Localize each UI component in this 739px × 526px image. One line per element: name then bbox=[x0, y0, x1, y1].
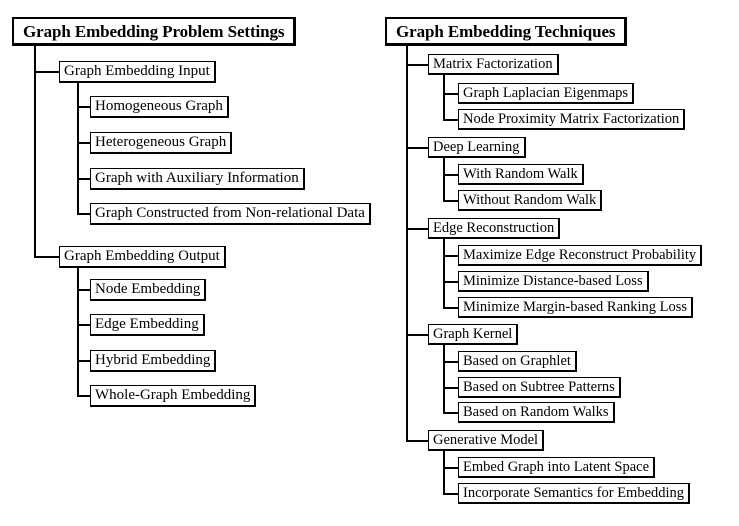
branch-node-matrix-factorization: Matrix Factorization bbox=[428, 54, 559, 75]
connector-input-child-2 bbox=[77, 142, 91, 144]
leaf-label: Hybrid Embedding bbox=[95, 352, 211, 368]
leaf-node-whole-graph-embedding: Whole-Graph Embedding bbox=[90, 385, 257, 407]
branch-node-deep-learning: Deep Learning bbox=[428, 137, 526, 158]
branch-label: Edge Reconstruction bbox=[433, 219, 555, 236]
branch-node-graph-embedding-output: Graph Embedding Output bbox=[59, 246, 226, 268]
connector-deep-learning-child-1 bbox=[443, 174, 459, 176]
leaf-node-graph-with-auxiliary-information: Graph with Auxiliary Information bbox=[90, 168, 305, 190]
connector-root-spine bbox=[34, 46, 36, 258]
leaf-node-node-proximity-matrix-factorization: Node Proximity Matrix Factorization bbox=[458, 109, 686, 130]
leaf-node-edge-embedding: Edge Embedding bbox=[90, 314, 205, 336]
connector-deep-learning-child-2 bbox=[443, 200, 459, 202]
leaf-node-node-embedding: Node Embedding bbox=[90, 279, 207, 301]
connector-output-child-2 bbox=[77, 324, 91, 326]
connector-matrix-factorization-spine bbox=[443, 75, 445, 121]
leaf-node-minimize-distance-based-loss: Minimize Distance-based Loss bbox=[458, 271, 649, 292]
connector-generative-model-child-1 bbox=[443, 467, 459, 469]
connector-input-child-4 bbox=[77, 213, 91, 215]
connector-generative-model-child-2 bbox=[443, 493, 459, 495]
leaf-node-based-on-subtree-patterns: Based on Subtree Patterns bbox=[458, 377, 621, 398]
leaf-label: Graph Constructed from Non-relational Da… bbox=[95, 205, 365, 221]
connector-input-child-1 bbox=[77, 106, 91, 108]
connector-graph-kernel-child-1 bbox=[443, 361, 459, 363]
branch-label: Graph Embedding Output bbox=[64, 248, 220, 264]
leaf-node-without-random-walk: Without Random Walk bbox=[458, 190, 603, 211]
leaf-label: Based on Random Walks bbox=[463, 403, 609, 420]
root-node-techniques: Graph Embedding Techniques bbox=[385, 17, 628, 46]
leaf-label: Incorporate Semantics for Embedding bbox=[463, 484, 685, 501]
connector-root-to-deep-learning bbox=[406, 147, 429, 149]
connector-edge-reconstruction-child-3 bbox=[443, 307, 459, 309]
branch-label: Generative Model bbox=[433, 431, 539, 448]
connector-graph-kernel-child-2 bbox=[443, 387, 459, 389]
connector-input-child-3 bbox=[77, 178, 91, 180]
connector-input-spine bbox=[77, 83, 79, 214]
leaf-label: Graph Laplacian Eigenmaps bbox=[463, 84, 629, 101]
connector-matrix-factorization-child-1 bbox=[443, 93, 459, 95]
leaf-label: Embed Graph into Latent Space bbox=[463, 458, 650, 475]
branch-label: Graph Kernel bbox=[433, 325, 513, 342]
leaf-label: Edge Embedding bbox=[95, 316, 199, 332]
connector-root-to-graph-kernel bbox=[406, 334, 429, 336]
leaf-label: Homogeneous Graph bbox=[95, 98, 223, 114]
connector-output-child-1 bbox=[77, 289, 91, 291]
leaf-label: Minimize Distance-based Loss bbox=[463, 272, 643, 289]
connector-deep-learning-spine bbox=[443, 158, 445, 202]
connector-root-to-output bbox=[34, 256, 60, 258]
leaf-node-homogeneous-graph: Homogeneous Graph bbox=[90, 96, 229, 118]
connector-edge-reconstruction-child-2 bbox=[443, 281, 459, 283]
connector-output-child-4 bbox=[77, 395, 91, 397]
leaf-label: Without Random Walk bbox=[463, 191, 597, 208]
branch-node-graph-kernel: Graph Kernel bbox=[428, 324, 519, 345]
leaf-label: Graph with Auxiliary Information bbox=[95, 170, 299, 186]
leaf-label: Whole-Graph Embedding bbox=[95, 387, 251, 403]
leaf-label: With Random Walk bbox=[463, 165, 578, 182]
leaf-node-heterogeneous-graph: Heterogeneous Graph bbox=[90, 132, 233, 154]
leaf-label: Heterogeneous Graph bbox=[95, 134, 227, 150]
connector-matrix-factorization-child-2 bbox=[443, 119, 459, 121]
connector-graph-kernel-spine bbox=[443, 345, 445, 414]
branch-label: Graph Embedding Input bbox=[64, 63, 210, 79]
leaf-node-graph-constructed-from-non-relational-data: Graph Constructed from Non-relational Da… bbox=[90, 203, 371, 225]
connector-output-child-3 bbox=[77, 360, 91, 362]
leaf-label: Node Embedding bbox=[95, 281, 201, 297]
connector-graph-kernel-child-3 bbox=[443, 412, 459, 414]
connector-edge-reconstruction-spine bbox=[443, 239, 445, 309]
connector-generative-model-spine bbox=[443, 451, 445, 495]
leaf-node-based-on-random-walks: Based on Random Walks bbox=[458, 402, 615, 423]
leaf-label: Maximize Edge Reconstruct Probability bbox=[463, 246, 697, 263]
leaf-node-minimize-margin-based-ranking-loss: Minimize Margin-based Ranking Loss bbox=[458, 297, 694, 318]
leaf-node-embed-graph-into-latent-space: Embed Graph into Latent Space bbox=[458, 457, 656, 478]
root-label: Graph Embedding Problem Settings bbox=[23, 21, 285, 41]
branch-node-edge-reconstruction: Edge Reconstruction bbox=[428, 218, 561, 239]
branch-label: Matrix Factorization bbox=[433, 55, 553, 72]
leaf-label: Minimize Margin-based Ranking Loss bbox=[463, 298, 688, 315]
root-node-problem-settings: Graph Embedding Problem Settings bbox=[12, 17, 297, 46]
branch-node-graph-embedding-input: Graph Embedding Input bbox=[59, 61, 216, 83]
leaf-node-based-on-graphlet: Based on Graphlet bbox=[458, 351, 577, 372]
leaf-label: Node Proximity Matrix Factorization bbox=[463, 110, 680, 127]
leaf-node-graph-laplacian-eigenmaps: Graph Laplacian Eigenmaps bbox=[458, 83, 635, 104]
connector-root-to-edge-reconstruction bbox=[406, 228, 429, 230]
connector-edge-reconstruction-child-1 bbox=[443, 255, 459, 257]
leaf-node-with-random-walk: With Random Walk bbox=[458, 164, 584, 185]
branch-label: Deep Learning bbox=[433, 138, 520, 155]
leaf-node-incorporate-semantics-for-embedding: Incorporate Semantics for Embedding bbox=[458, 483, 691, 504]
root-label: Graph Embedding Techniques bbox=[396, 21, 616, 41]
leaf-label: Based on Subtree Patterns bbox=[463, 378, 615, 395]
leaf-label: Based on Graphlet bbox=[463, 352, 571, 369]
connector-root-spine bbox=[406, 46, 408, 441]
connector-root-to-input bbox=[34, 71, 60, 73]
leaf-node-hybrid-embedding: Hybrid Embedding bbox=[90, 350, 217, 372]
connector-output-spine bbox=[77, 268, 79, 397]
leaf-node-maximize-edge-reconstruct-probability: Maximize Edge Reconstruct Probability bbox=[458, 245, 703, 266]
branch-node-generative-model: Generative Model bbox=[428, 430, 545, 451]
connector-root-to-generative-model bbox=[406, 440, 429, 442]
connector-root-to-matrix-factorization bbox=[406, 64, 429, 66]
